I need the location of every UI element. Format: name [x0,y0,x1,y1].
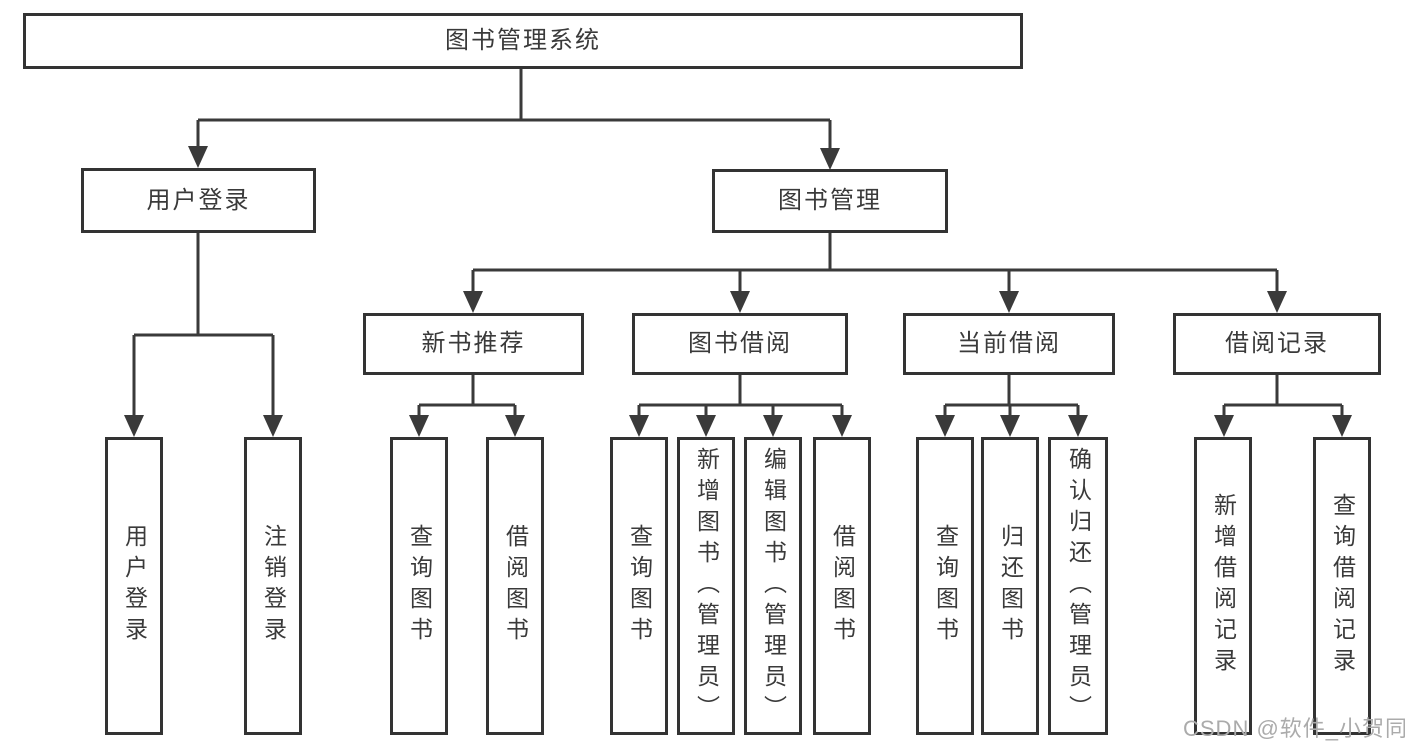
node-book-management: 图书管理 [712,169,948,233]
arrowhead [1267,291,1287,313]
node-leaf-add-book-admin-label: 新增图书（管理员） [693,446,720,726]
node-new-book-recommend: 新书推荐 [363,313,584,375]
node-book-borrowing: 图书借阅 [632,313,848,375]
node-library-system-label: 图书管理系统 [445,27,601,54]
connector-root-to-level2 [196,69,832,152]
node-leaf-query-book-3: 查询图书 [916,437,974,735]
node-leaf-return-book: 归还图书 [981,437,1039,735]
node-leaf-add-borrow-record: 新增借阅记录 [1194,437,1252,735]
node-leaf-borrow-book-2: 借阅图书 [813,437,871,735]
node-book-management-label: 图书管理 [778,187,882,214]
node-leaf-edit-book-admin: 编辑图书（管理员） [744,437,802,735]
arrowhead [935,415,955,437]
arrowhead [763,415,783,437]
node-leaf-confirm-return-admin: 确认归还（管理员） [1048,437,1108,735]
node-leaf-borrow-book-1: 借阅图书 [486,437,544,735]
arrowhead [629,415,649,437]
node-current-borrowing-label: 当前借阅 [957,330,1061,357]
arrowhead [1214,415,1234,437]
connector-book-mgmt-to-level3 [471,233,1279,295]
connector-borrow-records-to-leaves [1222,375,1344,419]
connector-new-book-rec-to-leaves [417,375,517,419]
node-leaf-query-book-1-label: 查询图书 [406,524,433,648]
arrowhead [263,415,283,437]
node-leaf-return-book-label: 归还图书 [997,524,1024,648]
arrowhead [463,291,483,313]
connector-user-login-to-leaves [132,233,275,419]
arrowhead [832,415,852,437]
node-current-borrowing: 当前借阅 [903,313,1115,375]
node-leaf-query-book-2: 查询图书 [610,437,668,735]
arrowhead [409,415,429,437]
node-leaf-add-book-admin: 新增图书（管理员） [677,437,735,735]
node-leaf-user-login: 用户登录 [105,437,163,735]
arrowhead [124,415,144,437]
node-leaf-user-login-label: 用户登录 [121,524,148,648]
node-leaf-query-book-1: 查询图书 [390,437,448,735]
node-leaf-query-borrow-record-label: 查询借阅记录 [1329,493,1356,679]
arrowhead [820,148,840,170]
node-library-system: 图书管理系统 [23,13,1023,69]
node-borrowing-records-label: 借阅记录 [1225,330,1329,357]
arrowhead [1332,415,1352,437]
arrowhead [188,146,208,168]
connector-current-borrow-to-leaves [943,375,1080,419]
node-user-login-label: 用户登录 [146,186,251,214]
connector-lines [132,69,1344,419]
watermark: CSDN @软件_小贺同学 [1183,716,1405,741]
node-book-borrowing-label: 图书借阅 [688,330,792,357]
arrowhead [1000,415,1020,437]
node-leaf-query-book-3-label: 查询图书 [932,524,959,648]
connector-book-borrow-to-leaves [637,375,844,419]
node-leaf-borrow-book-1-label: 借阅图书 [502,524,529,648]
node-leaf-query-borrow-record: 查询借阅记录 [1313,437,1371,735]
node-leaf-query-book-2-label: 查询图书 [626,524,653,648]
node-leaf-logout: 注销登录 [244,437,302,735]
node-leaf-edit-book-admin-label: 编辑图书（管理员） [760,446,787,726]
arrowhead [999,291,1019,313]
arrowhead [505,415,525,437]
node-leaf-logout-label: 注销登录 [260,524,287,648]
node-new-book-recommend-label: 新书推荐 [421,330,526,357]
arrowhead [730,291,750,313]
connector-arrowheads [124,146,1352,437]
node-leaf-add-borrow-record-label: 新增借阅记录 [1210,493,1237,679]
node-leaf-confirm-return-admin-label: 确认归还（管理员） [1065,446,1092,726]
arrowhead [696,415,716,437]
node-borrowing-records: 借阅记录 [1173,313,1381,375]
node-user-login: 用户登录 [81,168,316,233]
arrowhead [1068,415,1088,437]
node-leaf-borrow-book-2-label: 借阅图书 [829,524,856,648]
